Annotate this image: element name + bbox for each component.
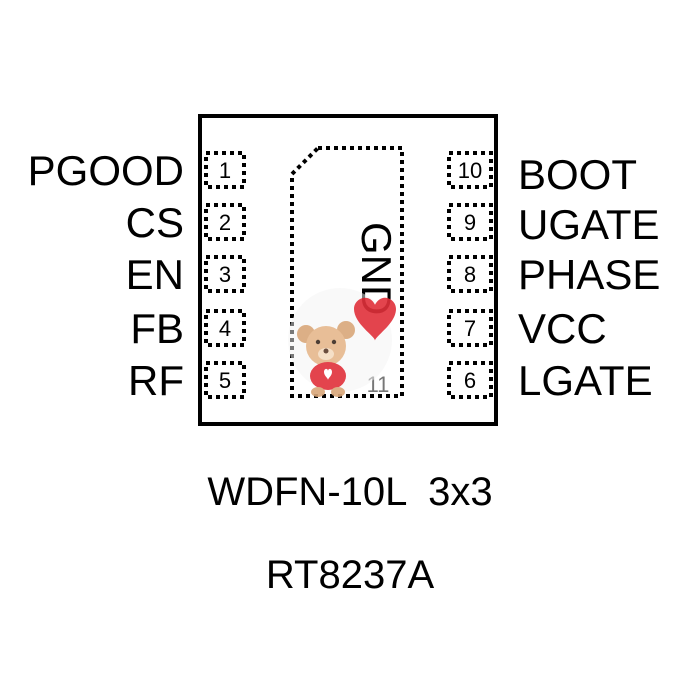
pin-number: 9 [464, 210, 476, 235]
left-pin-5: 5 RF [128, 357, 246, 404]
ic-body [198, 114, 498, 426]
pad [447, 361, 493, 399]
right-pin-9: 9 UGATE [447, 201, 660, 248]
pin-number: 2 [219, 210, 231, 235]
pad [204, 151, 246, 189]
pin-name: UGATE [518, 201, 660, 248]
right-pin-8: 8 PHASE [447, 251, 660, 298]
pad [204, 203, 246, 241]
left-pin-1: 1 PGOOD [28, 147, 246, 194]
left-pin-4: 4 FB [130, 305, 246, 352]
pad [447, 309, 493, 347]
pad [204, 255, 246, 293]
exposed-pad-outline [290, 146, 404, 398]
pin-name: EN [126, 251, 184, 298]
pad [447, 203, 493, 241]
left-pin-2: 2 CS [126, 199, 246, 246]
pin-number: 8 [464, 262, 476, 287]
pin-number: 1 [219, 158, 231, 183]
pin-name: RF [128, 357, 184, 404]
pin-name: VCC [518, 305, 607, 352]
pin-number: 7 [464, 316, 476, 341]
teddy-bear-heart-icon [288, 288, 396, 397]
right-pin-7: 7 VCC [447, 305, 607, 352]
pin-number: 4 [219, 316, 231, 341]
pin-number: 5 [219, 368, 231, 393]
pin-number: 10 [458, 158, 482, 183]
pin-number: 3 [219, 262, 231, 287]
pad [204, 361, 246, 399]
left-pin-3: 3 EN [126, 251, 246, 298]
right-pin-6: 6 LGATE [447, 357, 653, 404]
pad [204, 309, 246, 347]
exposed-pad-number: 11 [367, 372, 390, 397]
pin-name: LGATE [518, 357, 653, 404]
right-pin-10: 10 BOOT [447, 151, 637, 198]
pin-name: BOOT [518, 151, 637, 198]
pin-number: 6 [464, 368, 476, 393]
package-name: WDFN-10L 3x3 [207, 470, 492, 514]
part-number: RT8237A [266, 553, 435, 597]
pad [447, 255, 493, 293]
pin-name: FB [130, 305, 184, 352]
pin-name: PGOOD [28, 147, 184, 194]
pin-name: CS [126, 199, 184, 246]
pad [447, 151, 493, 189]
pin-name: PHASE [518, 251, 660, 298]
